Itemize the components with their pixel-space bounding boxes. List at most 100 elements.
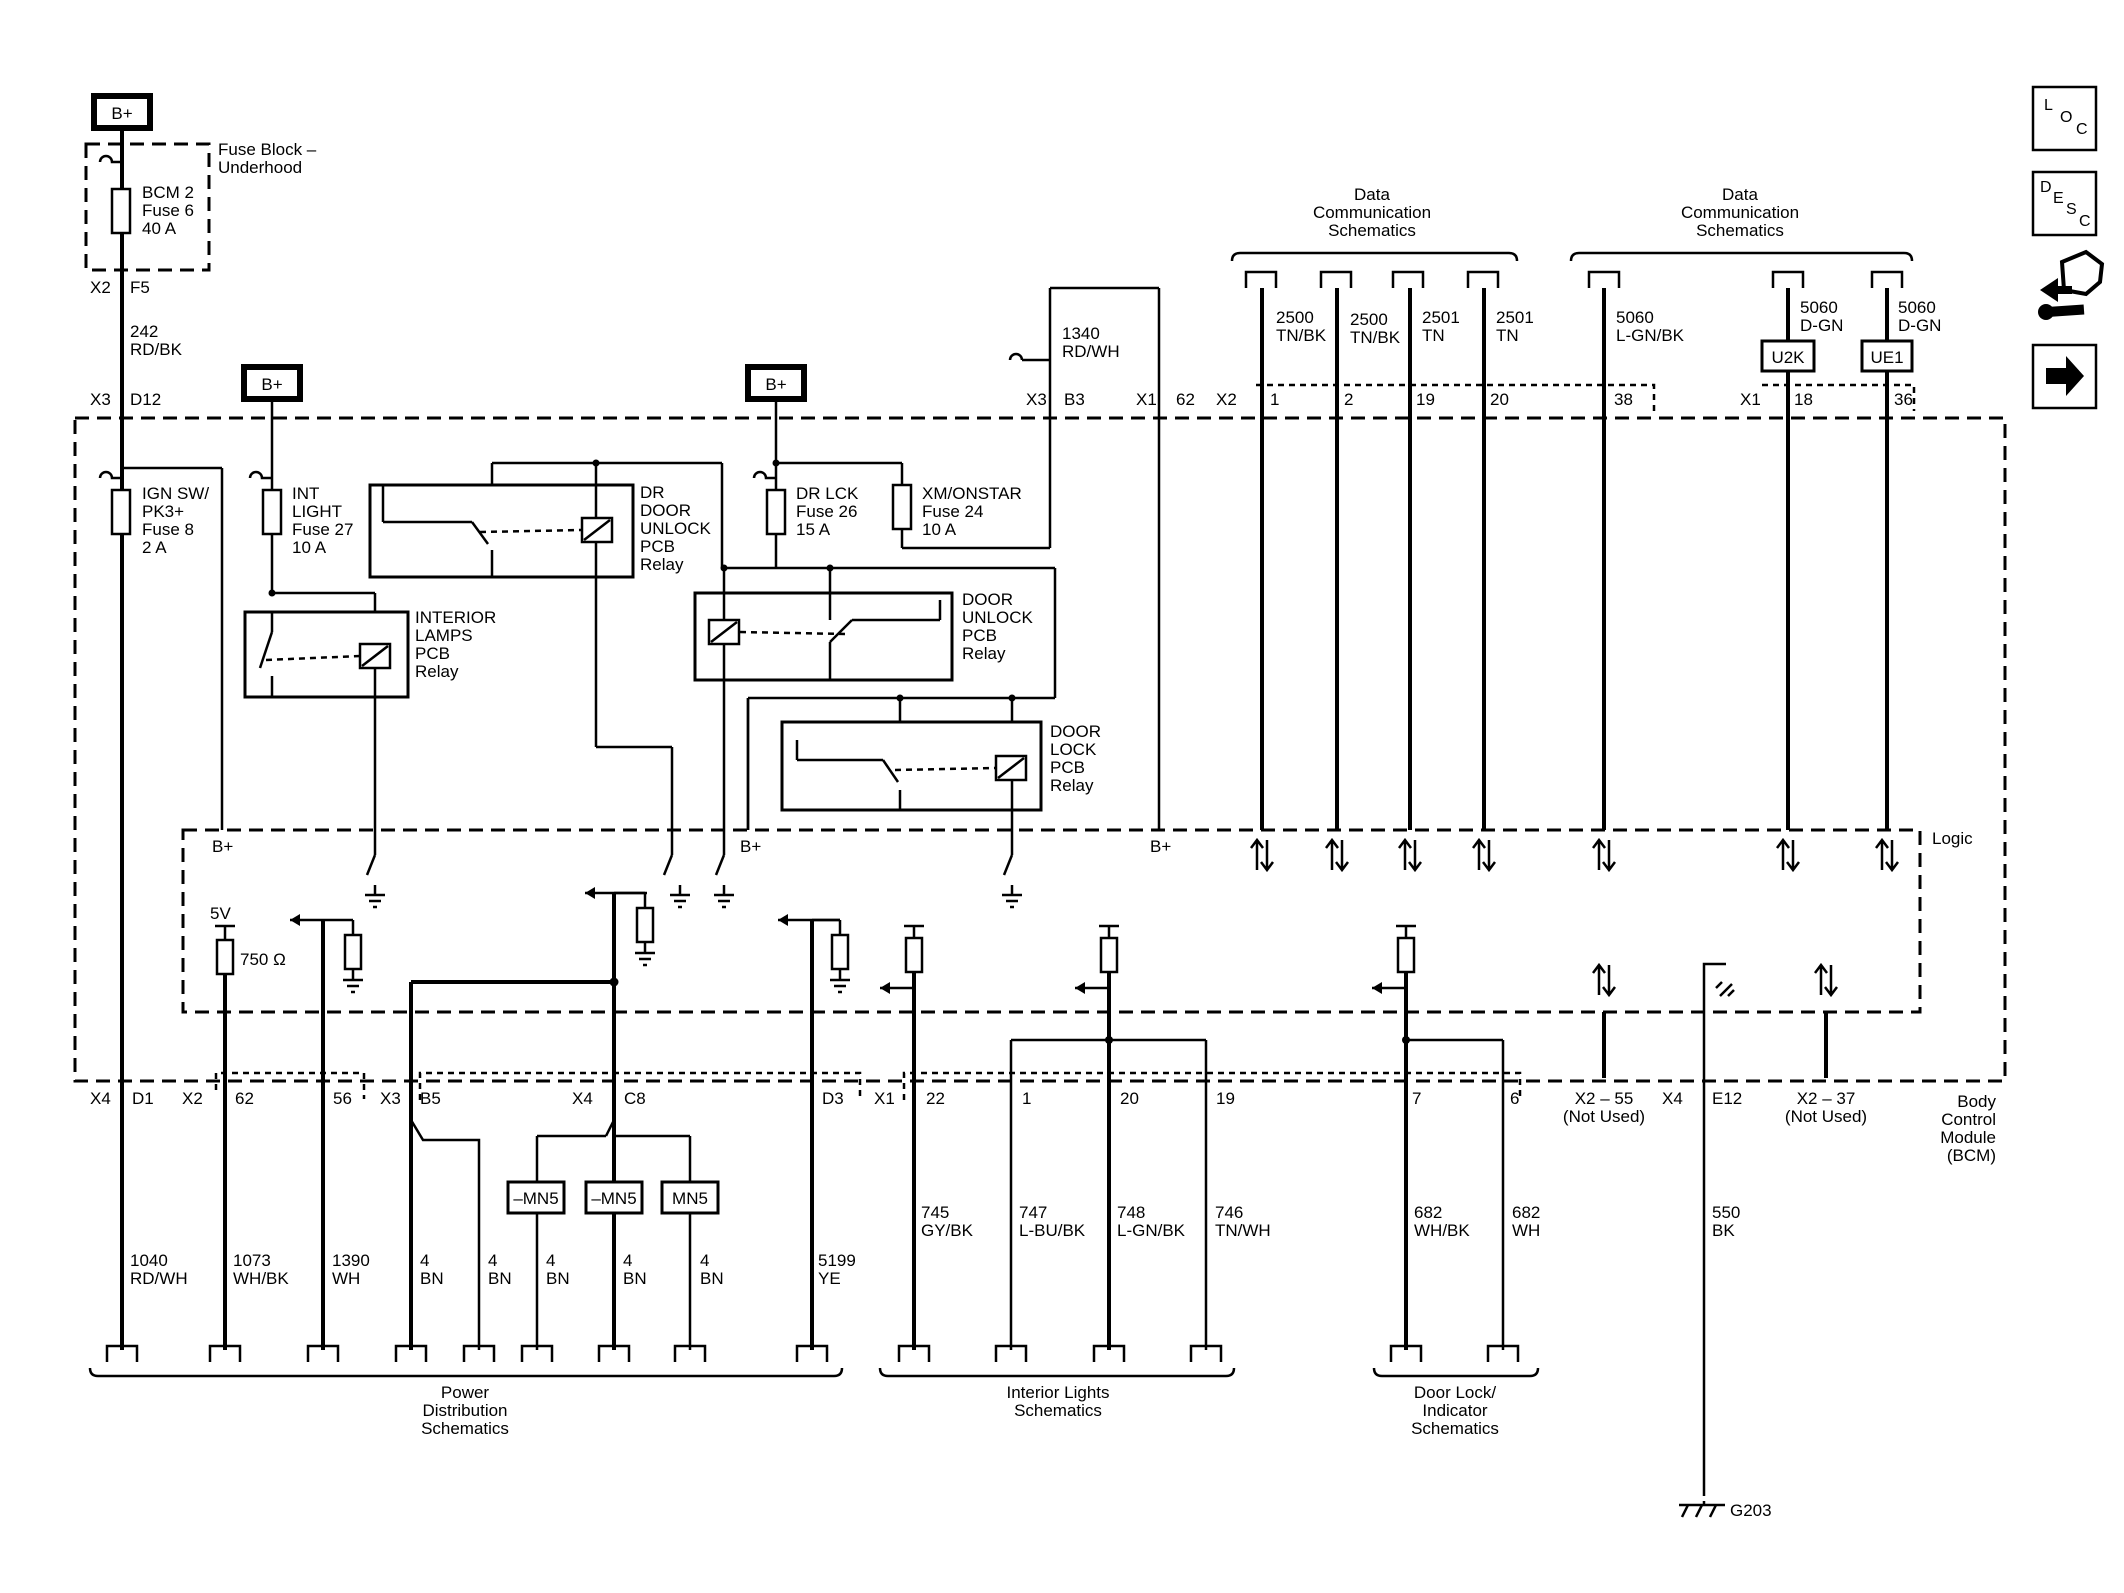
- pin-label: 19: [1216, 1089, 1235, 1108]
- right-arrow-icon: [2046, 356, 2084, 396]
- bcm-name: (BCM): [1947, 1146, 1996, 1165]
- connector-terminal-icon: [1244, 270, 1904, 288]
- wire-color: D-GN: [1800, 316, 1843, 335]
- resistor-icon: [830, 933, 850, 971]
- circuit-number: 2500: [1276, 308, 1314, 327]
- wire-color: WH: [1512, 1221, 1540, 1240]
- pin-label: 18: [1794, 390, 1813, 409]
- circuit-number: 4: [546, 1251, 555, 1270]
- relay-label: PCB: [415, 644, 450, 663]
- pin-label: D3: [822, 1089, 844, 1108]
- connector-wrench-icon[interactable]: [2038, 249, 2105, 320]
- ground-g203-icon: [1679, 1503, 1725, 1518]
- battery-supply-fuse-block: B+ Fuse Block – Underhood BCM 2 Fuse 6 4…: [84, 93, 317, 425]
- group-label: Schematics: [421, 1419, 509, 1438]
- splice-label: –MN5: [513, 1189, 558, 1208]
- splice-label: MN5: [672, 1189, 708, 1208]
- relay-label: Relay: [1050, 776, 1094, 795]
- wire-color: BN: [623, 1269, 647, 1288]
- wire-color: L-BU/BK: [1019, 1221, 1086, 1240]
- bcm-name: Module: [1940, 1128, 1996, 1147]
- fuse-label: IGN SW/: [142, 484, 209, 503]
- relay-label: UNLOCK: [640, 519, 712, 538]
- resistor-icon: [343, 933, 363, 971]
- fuse-label: 10 A: [292, 538, 327, 557]
- pin-label: 1: [1022, 1089, 1031, 1108]
- fuse-icon: [891, 483, 913, 531]
- wire-color: BN: [420, 1269, 444, 1288]
- fuse-label: Fuse 6: [142, 201, 194, 220]
- relay-label: DOOR: [1050, 722, 1101, 741]
- interior-lights-outputs: [880, 924, 1208, 1350]
- circuit-number: 747: [1019, 1203, 1047, 1222]
- pin-label: D12: [130, 390, 161, 409]
- connector-label: X3: [380, 1089, 401, 1108]
- connector-label: X2 – 37: [1797, 1089, 1856, 1108]
- pin-label: 22: [926, 1089, 945, 1108]
- pin-label: 62: [235, 1089, 254, 1108]
- relay-label: PCB: [640, 537, 675, 556]
- connector-terminal-icon: [105, 1344, 1520, 1362]
- bottom-terminals: Power Distribution Schematics Interior L…: [88, 1344, 1540, 1438]
- pin-label: B3: [1064, 390, 1085, 409]
- fuse-label: 10 A: [922, 520, 957, 539]
- logic-bplus-label: B+: [212, 837, 233, 856]
- not-used-and-ground: G203: [1602, 962, 1828, 1520]
- splice-mn5: [584, 1180, 644, 1215]
- nav-buttons: L O C D E S C: [2031, 85, 2105, 410]
- wire-color: BN: [700, 1269, 724, 1288]
- module-ue1: [1860, 339, 1914, 373]
- loc-letter: C: [2076, 121, 2088, 138]
- desc-letter: D: [2040, 179, 2052, 196]
- ground-icon: [670, 885, 690, 909]
- circuit-number: 1073: [233, 1251, 271, 1270]
- pin-label: 7: [1412, 1089, 1421, 1108]
- group-label: Indicator: [1422, 1401, 1488, 1420]
- splice-mn5: [506, 1180, 566, 1215]
- logic-bplus-label: B+: [740, 837, 761, 856]
- pin-label: 1: [1270, 390, 1279, 409]
- wire-color: BN: [488, 1269, 512, 1288]
- splice-label: –MN5: [591, 1189, 636, 1208]
- wire-color: TN/BK: [1276, 326, 1327, 345]
- loc-button[interactable]: L O C: [2031, 85, 2098, 152]
- wire-color: YE: [818, 1269, 841, 1288]
- wire-color: TN/WH: [1215, 1221, 1271, 1240]
- fuse-label: DR LCK: [796, 484, 859, 503]
- group-label: Distribution: [422, 1401, 507, 1420]
- not-used-label: (Not Used): [1563, 1107, 1645, 1126]
- group-bracket: [1230, 251, 1519, 262]
- relay-label: DOOR: [962, 590, 1013, 609]
- fuse-label: 2 A: [142, 538, 167, 557]
- group-label: Schematics: [1014, 1401, 1102, 1420]
- group-label: Schematics: [1411, 1419, 1499, 1438]
- bottom-wire-labels: 1040 RD/WH 1073 WH/BK 1390 WH 4 BN 4 BN …: [130, 1203, 1740, 1288]
- fuse-label: Fuse 8: [142, 520, 194, 539]
- pin-label: 6: [1510, 1089, 1519, 1108]
- group-label: Schematics: [1696, 221, 1784, 240]
- five-v-label: 5V: [210, 904, 231, 923]
- next-arrow-button[interactable]: [2031, 343, 2098, 410]
- ground-icon: [343, 969, 363, 994]
- door-unlock-relay: [693, 591, 954, 682]
- circuit-number: 682: [1512, 1203, 1540, 1222]
- group-label: Power: [441, 1383, 490, 1402]
- resistor-icon: [1396, 936, 1416, 974]
- connector-label: X4: [572, 1089, 593, 1108]
- loc-letter: O: [2060, 109, 2072, 126]
- circuit-number: 5199: [818, 1251, 856, 1270]
- ground-icon: [635, 942, 655, 967]
- loc-letter: L: [2044, 97, 2053, 114]
- fuse-label: PK3+: [142, 502, 184, 521]
- pin-label: B5: [420, 1089, 441, 1108]
- circuit-number: 745: [921, 1203, 949, 1222]
- pin-label: 36: [1894, 390, 1913, 409]
- resistor-icon: [904, 936, 924, 974]
- desc-button[interactable]: D E S C: [2031, 170, 2098, 237]
- connector-label: X4: [90, 1089, 111, 1108]
- resistor-icon: [635, 906, 655, 944]
- circuit-number: 5060: [1800, 298, 1838, 317]
- wire-color: D-GN: [1898, 316, 1941, 335]
- fuse-label: 15 A: [796, 520, 831, 539]
